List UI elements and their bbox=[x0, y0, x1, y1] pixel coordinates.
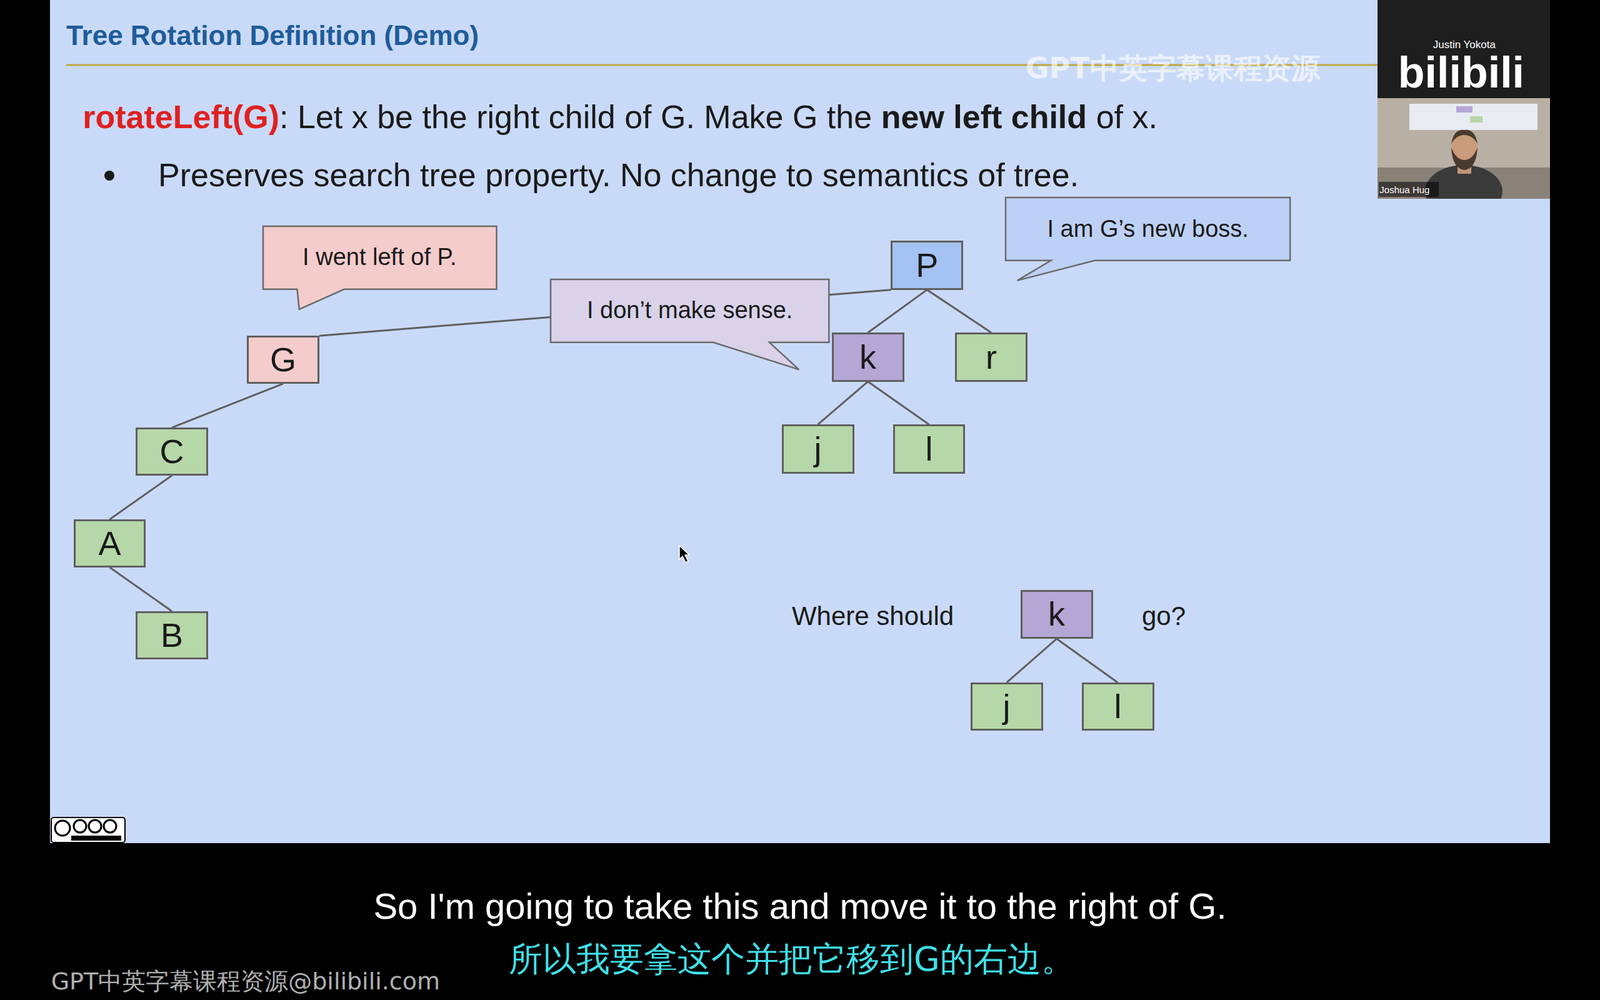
bubble-shape bbox=[263, 226, 497, 310]
node-letter: k bbox=[1048, 595, 1065, 633]
bubble-text: I went left of P. bbox=[302, 244, 457, 271]
question-text: Where should bbox=[791, 601, 954, 632]
license-badge bbox=[51, 817, 125, 843]
definition-line: rotateLeft(G): Let x be the right child … bbox=[82, 98, 1158, 137]
node-letter: j bbox=[1003, 688, 1011, 725]
speaker-name: Joshua Hug bbox=[1379, 184, 1430, 195]
tree-node: B bbox=[135, 611, 209, 660]
tree-node: j bbox=[970, 682, 1044, 731]
question-text: go? bbox=[1141, 601, 1186, 632]
tree-node: j bbox=[781, 424, 855, 474]
tree-node: k bbox=[1020, 590, 1094, 639]
tree-node: r bbox=[955, 332, 1028, 382]
tree-node: C bbox=[135, 427, 209, 476]
tree-node: l bbox=[1081, 682, 1155, 731]
speech-bubble: I went left of P. bbox=[262, 225, 498, 290]
mouse-cursor bbox=[679, 545, 690, 563]
site-logo: bilibili bbox=[1398, 47, 1525, 99]
bubble-text: I don’t make sense. bbox=[586, 297, 794, 324]
subtitle-chinese: 所以我要拿这个并把它移到G的右边。 bbox=[508, 940, 1075, 979]
node-letter: r bbox=[985, 338, 997, 376]
watermark: GPT中英字幕课程资源@bilibili.com bbox=[51, 968, 440, 996]
node-letter: C bbox=[160, 433, 185, 470]
method-name: rotateLeft(G) bbox=[82, 98, 280, 137]
tree-link bbox=[110, 567, 173, 612]
node-letter: l bbox=[925, 430, 934, 468]
node-letter: k bbox=[859, 338, 877, 376]
bullet-text: Preserves search tree property. No chang… bbox=[158, 156, 1079, 195]
node-letter: P bbox=[915, 246, 939, 284]
bubble-shape bbox=[550, 279, 829, 370]
tree-link bbox=[868, 381, 930, 425]
node-letter: G bbox=[270, 341, 297, 379]
tree-link bbox=[818, 381, 869, 425]
watermark: GPT中英字幕课程资源 bbox=[1025, 51, 1320, 85]
tree-link bbox=[868, 290, 928, 334]
speech-bubble: I am G’s new boss. bbox=[1005, 196, 1291, 262]
definition-text: of x. bbox=[1096, 98, 1158, 137]
definition-text: : Let x be the right child of G. Make G … bbox=[279, 98, 872, 137]
tree-node: P bbox=[890, 240, 964, 290]
webcam-picture bbox=[1377, 98, 1550, 199]
bullet-dot bbox=[104, 170, 115, 181]
bubble-text: I am G’s new boss. bbox=[1047, 216, 1249, 243]
tree-node: A bbox=[73, 519, 147, 568]
node-letter: l bbox=[1114, 688, 1122, 725]
bubble-shape bbox=[1005, 197, 1290, 281]
tree-node: G bbox=[246, 335, 320, 384]
tree-link bbox=[1056, 638, 1119, 683]
definition-emphasis: new left child bbox=[881, 98, 1087, 137]
subtitle-english: So I'm going to take this and move it to… bbox=[373, 885, 1227, 927]
node-letter: j bbox=[814, 430, 822, 468]
uploader-name: Justin Yokota bbox=[1433, 38, 1496, 52]
tree-link bbox=[926, 290, 992, 334]
tree-node: k bbox=[831, 332, 905, 382]
tree-link bbox=[171, 383, 284, 428]
node-letter: A bbox=[98, 525, 121, 562]
speech-bubble: I don’t make sense. bbox=[550, 278, 830, 344]
tree-link bbox=[110, 475, 173, 520]
node-letter: B bbox=[160, 616, 184, 654]
slide-title: Tree Rotation Definition (Demo) bbox=[66, 20, 479, 52]
slide-background bbox=[50, 0, 1550, 844]
logo-panel bbox=[1377, 0, 1550, 99]
tree-node: l bbox=[893, 424, 966, 474]
tree-link bbox=[1006, 638, 1057, 683]
